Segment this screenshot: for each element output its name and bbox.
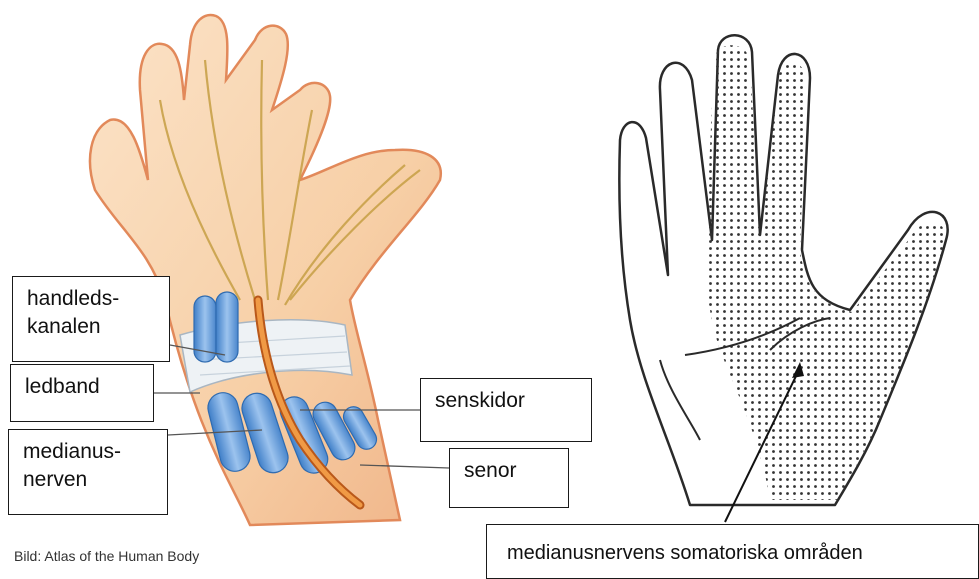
- label-text: kanalen: [27, 313, 119, 341]
- label-text: senskidor: [435, 387, 525, 415]
- label-text: medianus-: [23, 438, 121, 466]
- label-somatic-area: medianusnervens somatoriska områden: [486, 524, 979, 579]
- label-medianus-nerven: medianus- nerven: [8, 429, 168, 515]
- label-senor: senor: [449, 448, 569, 508]
- outline-hand: [619, 35, 947, 522]
- label-text: nerven: [23, 466, 121, 494]
- label-text: medianusnervens somatoriska områden: [507, 539, 863, 567]
- label-ledband: ledband: [10, 364, 154, 422]
- label-text: senor: [464, 457, 517, 485]
- label-text: ledband: [25, 373, 100, 401]
- label-senskidor: senskidor: [420, 378, 592, 442]
- label-text: handleds-: [27, 285, 119, 313]
- label-handleds-kanalen: handleds- kanalen: [12, 276, 170, 362]
- image-caption: Bild: Atlas of the Human Body: [14, 548, 199, 564]
